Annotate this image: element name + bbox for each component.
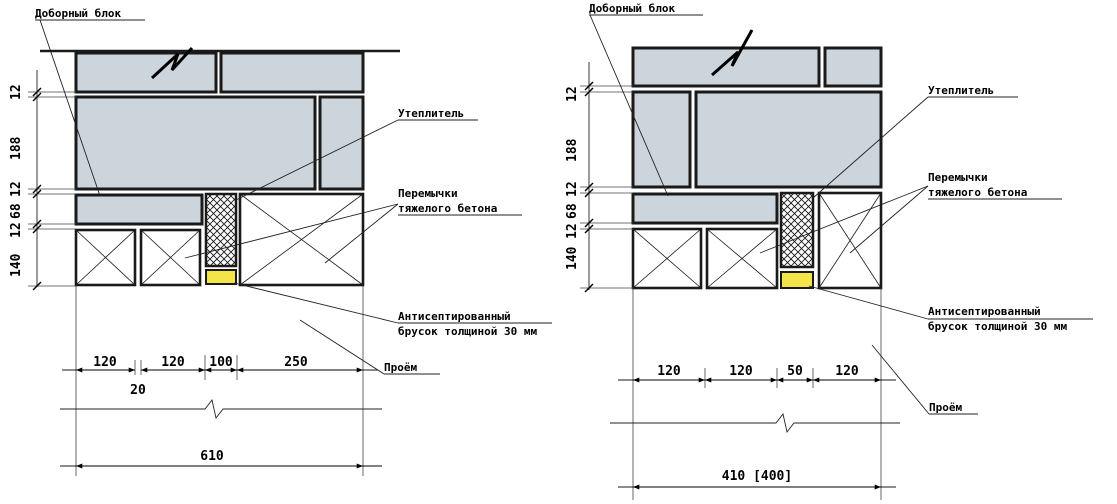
insulation-mesh: [779, 191, 815, 269]
block: [823, 46, 883, 88]
h-dim-100: 100: [209, 355, 233, 370]
h-dim-250: 250: [284, 355, 308, 370]
h-dim-120b: 120: [161, 355, 185, 370]
gap-dim-20: 20: [130, 383, 146, 398]
label-lintel-line1: Перемычки: [928, 171, 988, 184]
opening-line: [60, 398, 382, 420]
break-symbol: [150, 46, 194, 80]
v-dim-140: 140: [9, 253, 24, 277]
v-dim-12b: 12: [565, 181, 580, 197]
label-bar-line2: брусок толщиной 30 мм: [398, 325, 537, 338]
label-bar-line1: Антисептированный: [928, 305, 1041, 318]
block: [219, 51, 365, 94]
label-lintel-line2: тяжелого бетона: [398, 202, 497, 215]
label-insulation: Утеплитель: [398, 107, 464, 120]
block: [694, 90, 883, 189]
label-opening: Проём: [384, 361, 417, 374]
v-dim-12a: 12: [565, 86, 580, 102]
v-dim-68: 68: [565, 203, 580, 219]
left-diagram: 12 188 12 68 12 140 120 120 100 250 20: [9, 7, 552, 476]
label-filler-block: Доборный блок: [589, 2, 675, 15]
v-dim-140: 140: [565, 246, 580, 270]
h-dim-120a: 120: [93, 355, 117, 370]
h-dim-120c: 120: [835, 364, 859, 379]
label-bar-line2: брусок толщиной 30 мм: [928, 320, 1067, 333]
v-dim-12a: 12: [9, 84, 24, 100]
label-filler-block: Доборный блок: [35, 7, 121, 20]
block: [631, 46, 821, 88]
h-dim-50: 50: [787, 364, 803, 379]
break-symbol: [711, 29, 754, 77]
timber-bar: [780, 271, 814, 289]
label-insulation: Утеплитель: [928, 84, 994, 97]
block: [631, 90, 692, 189]
opening-line: [610, 412, 900, 434]
filler-block: [631, 192, 779, 225]
total-dim: 610: [200, 449, 224, 464]
v-dim-12c: 12: [9, 222, 24, 238]
insulation-mesh: [204, 192, 238, 268]
timber-bar: [205, 269, 237, 285]
block: [74, 51, 218, 94]
label-bar-line1: Антисептированный: [398, 310, 511, 323]
right-diagram: 12 188 12 68 12 140 120 120 50 120 410 […: [565, 2, 1093, 500]
v-dim-188: 188: [565, 138, 580, 162]
block: [318, 95, 365, 191]
v-dim-12b: 12: [9, 181, 24, 197]
label-lintel-line1: Перемычки: [398, 187, 458, 200]
label-lintel-line2: тяжелого бетона: [928, 186, 1027, 199]
h-dim-120a: 120: [657, 364, 681, 379]
v-dim-188: 188: [9, 136, 24, 160]
v-dim-68: 68: [9, 203, 24, 219]
filler-block: [74, 193, 204, 226]
h-dim-120b: 120: [729, 364, 753, 379]
total-dim: 410 [400]: [722, 469, 792, 484]
block: [74, 95, 317, 191]
label-opening: Проём: [929, 401, 962, 414]
v-dim-12c: 12: [565, 223, 580, 239]
